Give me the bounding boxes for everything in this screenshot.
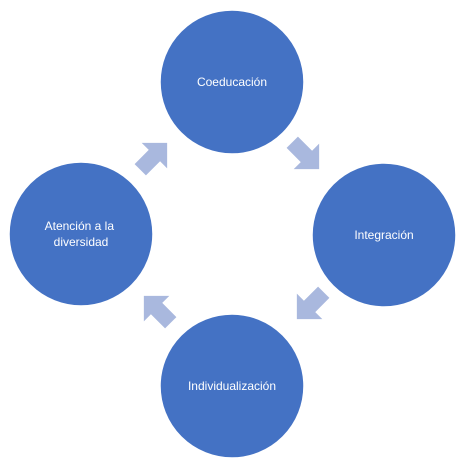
arrow-bottom-to-left (143, 295, 177, 329)
arrow-shape (286, 136, 320, 170)
arrow-shape (134, 142, 168, 176)
node-label: Atención a la diversidad (45, 219, 118, 249)
arrow-left-to-top (134, 142, 168, 176)
node-circle (8, 161, 154, 307)
arrow-shape (143, 295, 177, 329)
node-top: Coeducación (159, 9, 305, 155)
node-label: Individualización (188, 379, 276, 393)
node-label-line: diversidad (54, 235, 109, 249)
node-label-line: Individualización (188, 379, 276, 393)
node-right: Integración (311, 162, 457, 308)
arrow-top-to-right (286, 136, 320, 170)
node-left: Atención a la diversidad (8, 161, 154, 307)
node-circle (159, 313, 305, 459)
node-label-line: Coeducación (197, 75, 267, 89)
node-label: Coeducación (197, 75, 267, 89)
node-circle (311, 162, 457, 308)
node-label-line: Integración (354, 228, 413, 242)
arrow-shape (296, 286, 330, 320)
arrow-right-to-bottom (296, 286, 330, 320)
node-bottom: Individualización (159, 313, 305, 459)
node-circle (159, 9, 305, 155)
node-label-line: Atención a la (45, 219, 115, 233)
node-label: Integración (354, 228, 413, 242)
